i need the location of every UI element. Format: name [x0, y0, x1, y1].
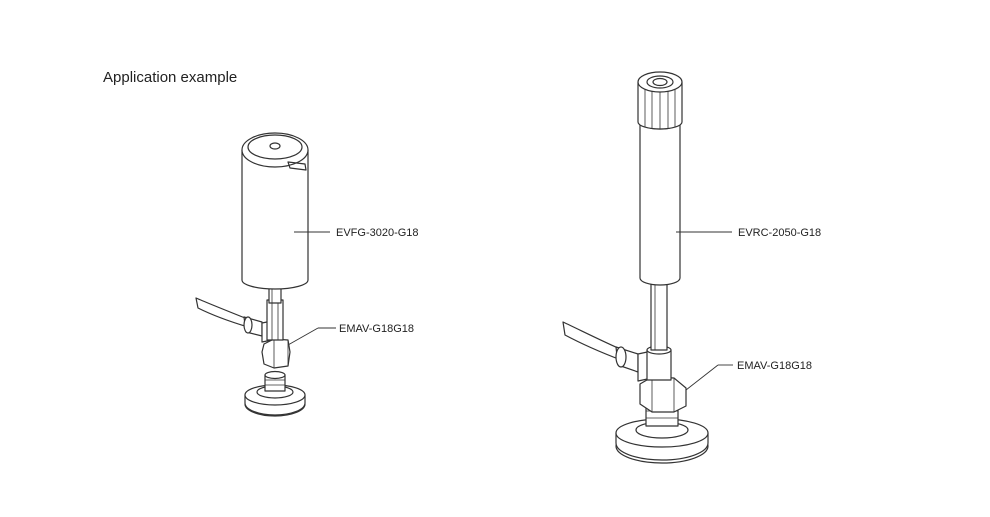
- right-suction-cup: [615, 398, 709, 464]
- left-suction-cup: [244, 370, 306, 417]
- left-cylinder: [241, 132, 309, 290]
- right-adapter: [637, 345, 687, 413]
- right-assembly: [562, 71, 733, 464]
- label-right-adapter: EMAV-G18G18: [737, 360, 812, 372]
- left-adapter: [261, 299, 291, 369]
- label-right-top: EVRC-2050-G18: [738, 227, 821, 239]
- label-left-top: EVFG-3020-G18: [336, 227, 419, 239]
- left-adapter-leader-diag: [287, 327, 319, 346]
- right-hose: [562, 321, 639, 373]
- right-knob: [637, 71, 683, 130]
- left-hose: [195, 297, 263, 337]
- right-cylinder: [639, 114, 681, 286]
- page-title: Application example: [103, 69, 238, 86]
- right-rod: [650, 281, 668, 351]
- left-assembly: [195, 132, 336, 417]
- label-left-adapter: EMAV-G18G18: [339, 323, 414, 335]
- right-adapter-leader-diag: [685, 364, 719, 391]
